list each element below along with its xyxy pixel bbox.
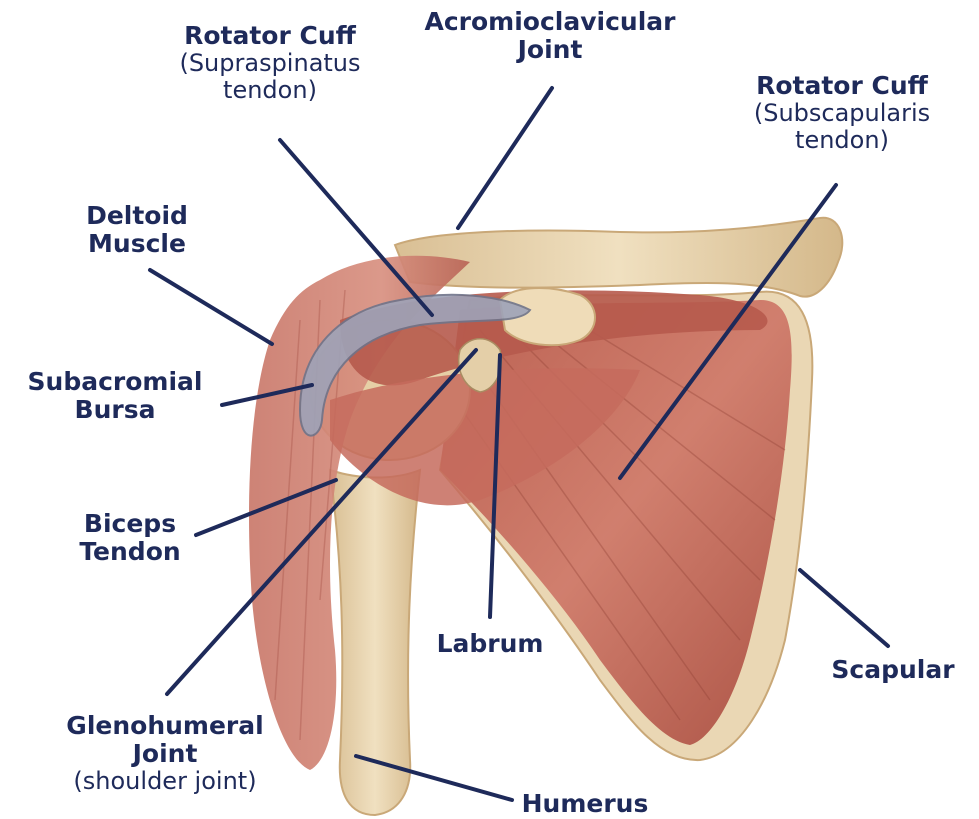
label-labrum-text: Labrum xyxy=(420,630,560,658)
label-rotator-cuff-subscapularis-sub1: (Subscapularis xyxy=(722,100,962,127)
label-acromioclavicular-line2: Joint xyxy=(405,36,695,64)
label-rotator-cuff-subscapularis-sub2: tendon) xyxy=(722,127,962,154)
label-glenohumeral-joint: Glenohumeral Joint (shoulder joint) xyxy=(40,712,290,795)
label-biceps-line2: Tendon xyxy=(60,538,200,566)
label-deltoid-line2: Muscle xyxy=(62,230,212,258)
leader-deltoid xyxy=(150,270,272,344)
label-scapular-text: Scapular xyxy=(818,656,968,684)
label-deltoid-line1: Deltoid xyxy=(62,202,212,230)
label-subacromial-line2: Bursa xyxy=(25,396,205,424)
label-biceps-line1: Biceps xyxy=(60,510,200,538)
label-labrum: Labrum xyxy=(420,630,560,658)
label-acromioclavicular-line1: Acromioclavicular xyxy=(405,8,695,36)
label-rotator-cuff-supraspinatus-title: Rotator Cuff xyxy=(150,22,390,50)
label-biceps-tendon: Biceps Tendon xyxy=(60,510,200,566)
leader-acromioclavicular xyxy=(458,88,552,228)
label-glenohumeral-line2: Joint xyxy=(40,740,290,768)
clavicle-bone xyxy=(395,218,842,297)
label-humerus-text: Humerus xyxy=(505,790,665,818)
label-rotator-cuff-subscapularis: Rotator Cuff (Subscapularis tendon) xyxy=(722,72,962,154)
label-glenohumeral-line1: Glenohumeral xyxy=(40,712,290,740)
label-humerus: Humerus xyxy=(505,790,665,818)
label-scapular: Scapular xyxy=(818,656,968,684)
label-subacromial-bursa: Subacromial Bursa xyxy=(25,368,205,424)
label-subacromial-line1: Subacromial xyxy=(25,368,205,396)
label-acromioclavicular-joint: Acromioclavicular Joint xyxy=(405,8,695,64)
label-glenohumeral-sub: (shoulder joint) xyxy=(40,768,290,795)
label-rotator-cuff-supraspinatus-sub2: tendon) xyxy=(150,77,390,104)
leader-scapular xyxy=(800,570,888,646)
label-rotator-cuff-subscapularis-title: Rotator Cuff xyxy=(722,72,962,100)
label-rotator-cuff-supraspinatus-sub1: (Supraspinatus xyxy=(150,50,390,77)
label-deltoid-muscle: Deltoid Muscle xyxy=(62,202,212,258)
label-rotator-cuff-supraspinatus: Rotator Cuff (Supraspinatus tendon) xyxy=(150,22,390,104)
